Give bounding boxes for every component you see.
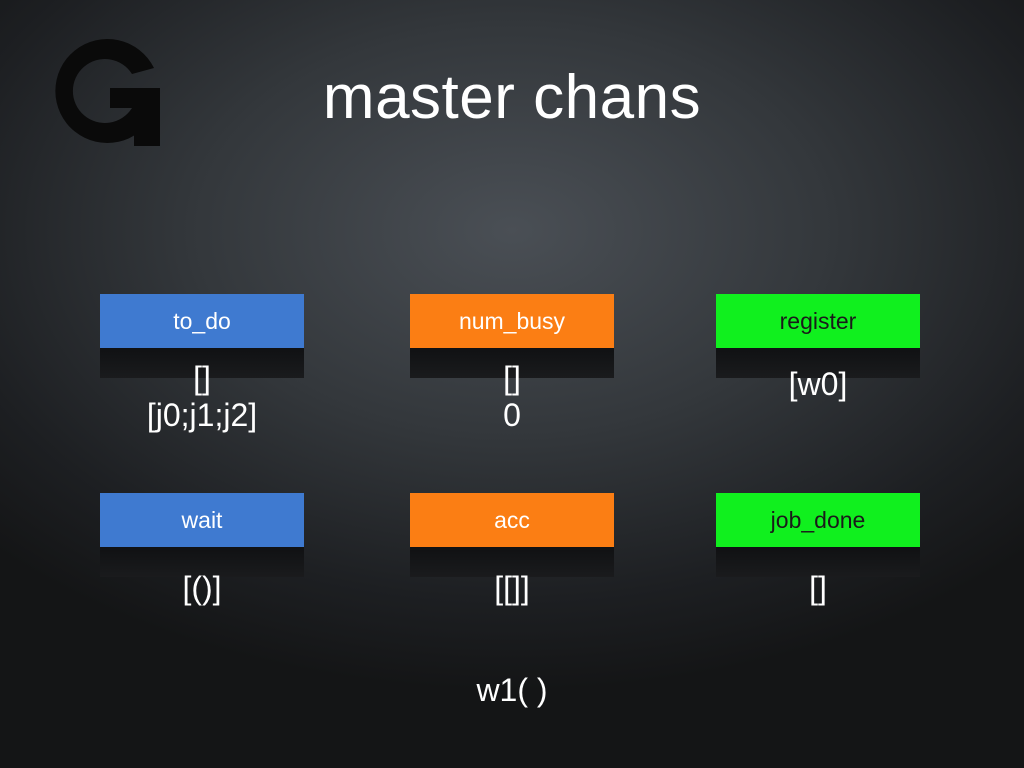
- channel-value-wait: [()]: [100, 570, 304, 607]
- channel-value-job-done: []: [716, 570, 920, 607]
- channel-acc: acc: [410, 493, 614, 577]
- slide-title: master chans: [0, 62, 1024, 133]
- value-line: [()]: [182, 570, 222, 606]
- slide-title-text: master chans: [322, 63, 702, 132]
- g-logo-icon: [55, 39, 160, 146]
- channel-wait: wait: [100, 493, 304, 577]
- channel-shadow: [100, 547, 304, 577]
- channel-value-to-do: [] [j0;j1;j2]: [100, 360, 304, 434]
- value-line: [[]]: [494, 570, 530, 606]
- channel-label: acc: [410, 493, 614, 547]
- value-line: []: [503, 360, 521, 396]
- channel-label: to_do: [100, 294, 304, 348]
- channel-value-acc: [[]]: [410, 570, 614, 607]
- channel-shadow: [410, 547, 614, 577]
- value-line: 0: [503, 397, 521, 433]
- channel-label: num_busy: [410, 294, 614, 348]
- channel-value-num-busy: [] 0: [410, 360, 614, 434]
- value-line: []: [809, 570, 827, 606]
- channel-label: register: [716, 294, 920, 348]
- channel-value-register: [w0]: [716, 366, 920, 403]
- channel-label: job_done: [716, 493, 920, 547]
- channel-register: register: [716, 294, 920, 378]
- channel-shadow: [716, 348, 920, 378]
- channel-num-busy: num_busy: [410, 294, 614, 378]
- channel-shadow: [100, 348, 304, 378]
- value-line: []: [193, 360, 211, 396]
- channel-to-do: to_do: [100, 294, 304, 378]
- channel-label: wait: [100, 493, 304, 547]
- value-line: [w0]: [788, 366, 848, 402]
- worker-call-label: w1( ): [476, 672, 548, 708]
- value-line: [j0;j1;j2]: [146, 397, 258, 433]
- channel-shadow: [716, 547, 920, 577]
- channel-shadow: [410, 348, 614, 378]
- channel-job-done: job_done: [716, 493, 920, 577]
